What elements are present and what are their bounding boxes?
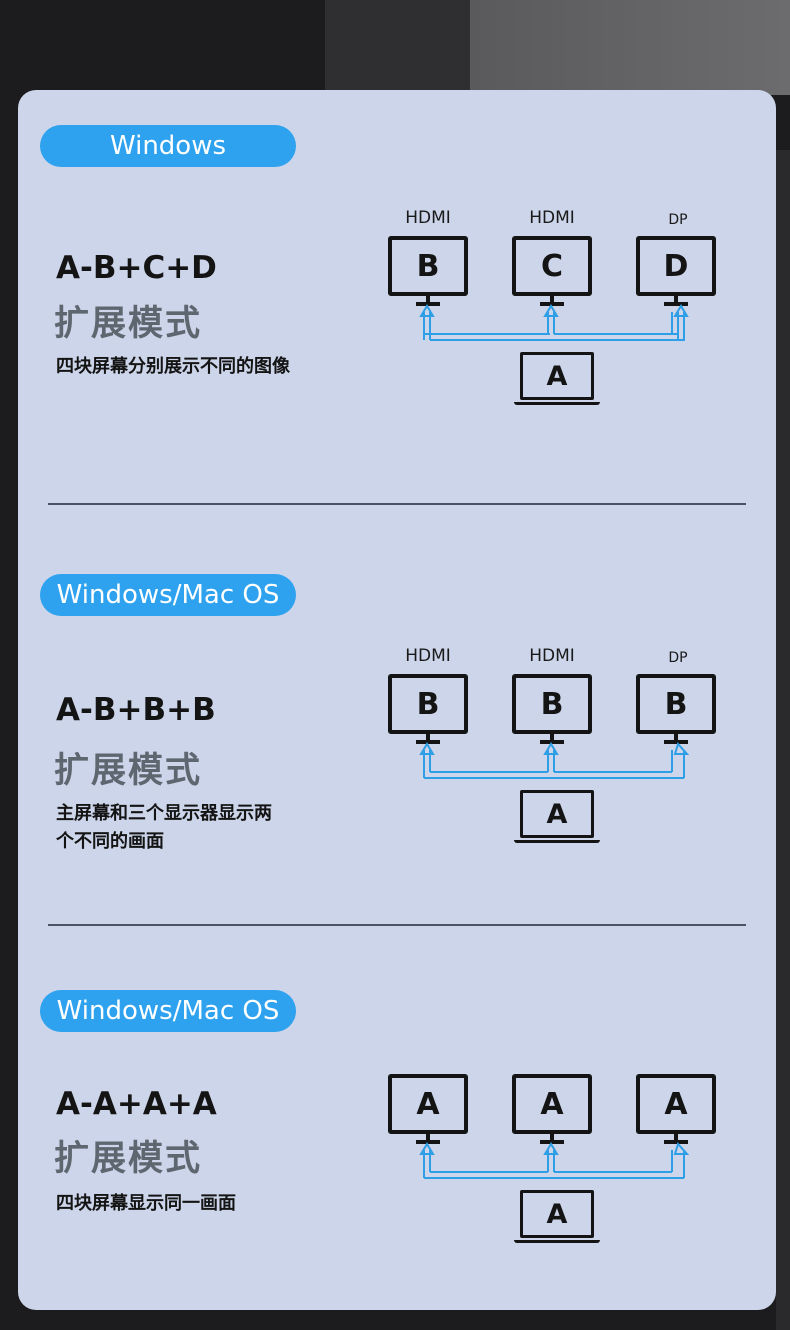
mode-subtitle: 扩展模式 — [54, 742, 202, 793]
laptop-base — [514, 402, 600, 405]
laptop-screen: A — [520, 790, 594, 838]
mode-title: A-B+B+B — [56, 692, 216, 728]
section-divider — [48, 924, 746, 926]
connection-diagram: HDMI HDMI DP B C D — [378, 200, 738, 410]
laptop: A — [514, 1190, 604, 1246]
description-line: 四块屏幕分别展示不同的图像 — [56, 353, 290, 381]
background-edge — [776, 150, 790, 1330]
mode-subtitle: 扩展模式 — [54, 1130, 202, 1181]
description-line: 四块屏幕显示同一画面 — [56, 1190, 236, 1218]
connection-diagram: A A A A — [378, 1038, 738, 1248]
section-divider — [48, 503, 746, 505]
description-line: 个不同的画面 — [56, 828, 272, 856]
display-modes-card: Windows A-B+C+D 扩展模式 四块屏幕分别展示不同的图像 HDMI … — [18, 90, 776, 1310]
mode-description: 主屏幕和三个显示器显示两 个不同的画面 — [56, 800, 272, 856]
os-badge: Windows — [40, 125, 296, 167]
laptop-screen: A — [520, 352, 594, 400]
background-block — [325, 0, 470, 95]
mode-description: 四块屏幕显示同一画面 — [56, 1190, 236, 1218]
mode-subtitle: 扩展模式 — [54, 295, 202, 346]
mode-title: A-B+C+D — [56, 250, 217, 286]
mode-section-3: Windows/Mac OS A-A+A+A 扩展模式 四块屏幕显示同一画面 A… — [18, 956, 776, 1310]
mode-section-1: Windows A-B+C+D 扩展模式 四块屏幕分别展示不同的图像 HDMI … — [18, 90, 776, 510]
laptop: A — [514, 790, 604, 846]
mode-description: 四块屏幕分别展示不同的图像 — [56, 353, 290, 381]
laptop-base — [514, 1240, 600, 1243]
os-badge: Windows/Mac OS — [40, 574, 296, 616]
laptop-base — [514, 840, 600, 843]
laptop: A — [514, 352, 604, 408]
mode-title: A-A+A+A — [56, 1086, 217, 1122]
laptop-screen: A — [520, 1190, 594, 1238]
description-line: 主屏幕和三个显示器显示两 — [56, 800, 272, 828]
connection-diagram: HDMI HDMI DP B B B — [378, 638, 738, 848]
mode-section-2: Windows/Mac OS A-B+B+B 扩展模式 主屏幕和三个显示器显示两… — [18, 540, 776, 920]
background-block — [470, 0, 790, 95]
os-badge: Windows/Mac OS — [40, 990, 296, 1032]
